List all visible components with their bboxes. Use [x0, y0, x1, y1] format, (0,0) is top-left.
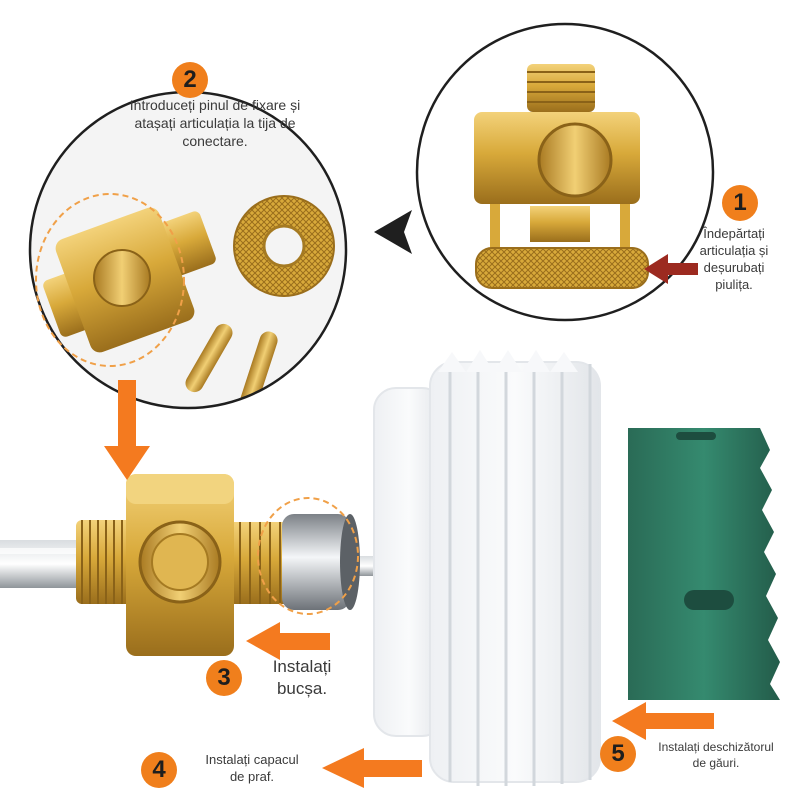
- step-4-caption: Instalați capacul de praf.: [205, 752, 299, 784]
- arrow-step-1: [644, 254, 698, 284]
- detail-circle-step-2: [28, 90, 348, 410]
- bushing: [282, 514, 360, 610]
- arrow-step-5: [612, 702, 714, 740]
- step-badge-4: 4: [141, 752, 177, 788]
- step-5-caption: Instalați deschizătorul de găuri.: [658, 740, 774, 770]
- step-3-caption: Instalați bucșa.: [272, 657, 332, 699]
- bushing-highlight-ring: [257, 497, 359, 615]
- arrow-step-4: [322, 748, 422, 788]
- joint-highlight-ring: [35, 193, 185, 367]
- step-badge-2: 2: [172, 62, 208, 98]
- step-2-caption: Introduceți pinul de fixare și atașați a…: [129, 97, 301, 150]
- step-badge-3: 3: [206, 660, 242, 696]
- hole-saw: [628, 428, 780, 700]
- step-1-caption: Îndepărtați articulația și deșurubați pi…: [699, 226, 769, 292]
- dust-cap: [373, 350, 601, 786]
- step-badge-5: 5: [600, 736, 636, 772]
- step-badge-1: 1: [722, 185, 758, 221]
- brass-joint: [76, 474, 292, 656]
- arrow-step-2-down: [104, 380, 150, 480]
- arrow-step-3: [246, 622, 330, 660]
- pointer-arrow-left: [374, 210, 412, 254]
- detail-circle-step-1: [415, 22, 715, 322]
